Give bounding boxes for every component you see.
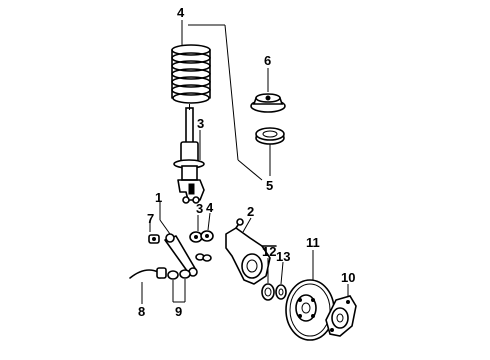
steering-knuckle xyxy=(225,218,277,285)
callout-4-knuckle-bushing: 4 xyxy=(206,200,214,215)
knuckle-bushings xyxy=(189,230,214,243)
callout-1-control-arm: 1 xyxy=(155,190,162,205)
callout-9-bushings: 9 xyxy=(175,304,182,319)
small-washers xyxy=(195,253,212,262)
bushing-pair xyxy=(167,269,191,280)
leader-lines xyxy=(141,20,349,304)
bushing-left xyxy=(148,234,160,244)
callout-3-strut: 3 xyxy=(197,116,204,131)
brake-rotor xyxy=(285,279,335,341)
callout-6-upper-mount: 6 xyxy=(264,53,271,68)
coil-spring xyxy=(171,44,211,104)
callout-3-knuckle-bushing: 3 xyxy=(196,201,203,216)
callout-12-bearing: 12 xyxy=(262,244,276,259)
callout-5-bearing: 5 xyxy=(266,178,273,193)
wheel-hub xyxy=(325,295,357,337)
callout-2-knuckle: 2 xyxy=(247,204,254,219)
strut-assembly xyxy=(173,104,205,204)
callout-10-hub: 10 xyxy=(341,270,355,285)
stabilizer-bar-link xyxy=(129,267,167,279)
callout-8-stabilizer: 8 xyxy=(138,304,145,319)
callout-7-bushing: 7 xyxy=(147,211,154,226)
callout-4-spring: 4 xyxy=(177,5,185,20)
strut-bearing xyxy=(255,127,285,145)
bearing-seal xyxy=(275,284,287,300)
callout-13-seal: 13 xyxy=(276,249,290,264)
wheel-bearing xyxy=(261,283,275,301)
strut-upper-mount xyxy=(250,93,286,113)
callout-11-rotor: 11 xyxy=(306,235,320,250)
